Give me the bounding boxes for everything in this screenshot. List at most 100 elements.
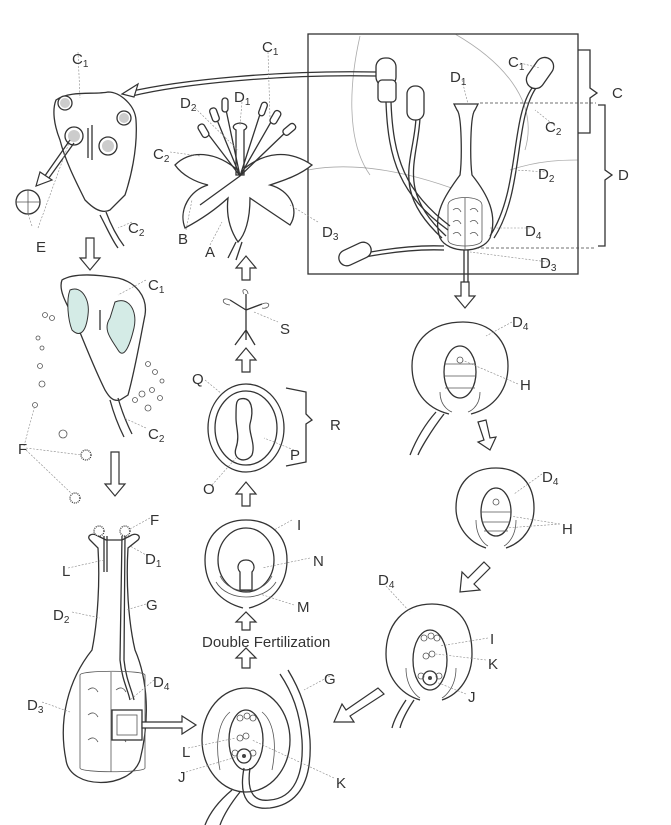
label-letter: E	[36, 239, 47, 256]
arrow-fertilization-up	[234, 611, 258, 669]
label-letter: J	[468, 689, 476, 706]
label-K-ovule3: K	[488, 657, 498, 672]
label-C1-box: C1	[508, 55, 524, 73]
label-letter: D	[542, 469, 553, 486]
label-letter: Q	[192, 371, 204, 388]
label-letter: D	[540, 255, 551, 272]
label-subscript: 2	[138, 228, 145, 239]
label-D1-pistil: D1	[145, 552, 161, 570]
label-subscript: 3	[550, 263, 557, 274]
label-C2-box: C2	[545, 120, 561, 138]
label-subscript: 4	[535, 231, 542, 242]
label-letter: M	[297, 599, 310, 616]
label-letter: D	[145, 551, 156, 568]
developing-seed	[204, 519, 311, 609]
label-letter: N	[313, 553, 324, 570]
label-C1-flower: C1	[262, 40, 278, 58]
pistil-pollen-tube	[41, 517, 198, 784]
arrow-seed-to-seedling	[234, 347, 258, 373]
whole-flower	[169, 51, 319, 261]
label-subscript: 2	[190, 103, 197, 114]
label-letter: C	[508, 54, 519, 71]
ovule-stage-1	[409, 321, 519, 456]
ovule-fertilization	[185, 669, 335, 825]
label-letter: C	[612, 85, 623, 102]
label-subscript: 1	[460, 77, 467, 88]
label-subscript: 3	[37, 705, 44, 716]
label-L-pistil: L	[62, 564, 70, 579]
label-letter: D	[525, 223, 536, 240]
label-letter: H	[562, 521, 573, 538]
arrow-ovule-to-seed	[234, 481, 258, 507]
label-letter: O	[203, 481, 215, 498]
label-B: B	[178, 232, 188, 247]
label-letter: I	[490, 631, 495, 648]
label-C1-anther-top: C1	[72, 52, 88, 70]
label-J-ovule3: J	[468, 690, 476, 705]
label-G-tube: G	[324, 672, 336, 687]
label-K-fert: K	[336, 776, 346, 791]
label-letter: K	[336, 775, 347, 792]
label-letter: D	[378, 572, 389, 589]
label-G-pistil: G	[146, 598, 158, 613]
label-letter: D	[450, 69, 461, 86]
label-letter: D	[153, 674, 164, 691]
label-letter: G	[146, 597, 158, 614]
label-C2-flower: C2	[153, 147, 169, 165]
seed	[204, 379, 314, 486]
label-letter: D	[53, 607, 64, 624]
label-subscript: 3	[332, 232, 339, 243]
curved-arrow-to-anther	[120, 71, 377, 98]
label-I-ovule3: I	[490, 632, 494, 647]
label-R: R	[330, 418, 341, 433]
label-D4-ovule3: D4	[378, 573, 394, 591]
label-C2-pollen: C2	[148, 427, 164, 445]
label-I-seed: I	[297, 518, 301, 533]
arrow-ovule3-to-fertilization	[333, 687, 385, 723]
label-letter: P	[290, 447, 301, 464]
label-S: S	[280, 322, 290, 337]
label-D3-box: D3	[540, 256, 556, 274]
label-letter: D	[234, 89, 245, 106]
label-subscript: 1	[155, 559, 162, 570]
label-subscript: 4	[388, 580, 395, 591]
label-subscript: 2	[555, 127, 562, 138]
anther-cross-section	[15, 51, 137, 249]
anther-pollen-release	[23, 274, 165, 504]
label-subscript: 4	[552, 477, 559, 488]
label-letter: L	[62, 563, 71, 580]
label-D2-box: D2	[538, 167, 554, 185]
label-D4-box: D4	[525, 224, 541, 242]
label-letter: R	[330, 417, 341, 434]
label-E: E	[36, 240, 46, 255]
label-letter: K	[488, 656, 499, 673]
label-D2-flower: D2	[180, 96, 196, 114]
label-D1-flower: D1	[234, 90, 250, 108]
label-C1-pollen: C1	[148, 278, 164, 296]
label-subscript: 2	[163, 154, 170, 165]
label-subscript: 1	[82, 59, 89, 70]
label-subscript: 2	[63, 615, 70, 626]
label-subscript: 4	[522, 322, 529, 333]
label-letter: C	[545, 119, 556, 136]
label-subscript: 1	[244, 97, 251, 108]
label-H-ovule1: H	[520, 378, 531, 393]
label-letter: C	[148, 426, 159, 443]
label-P: P	[290, 448, 300, 463]
label-letter: D	[618, 167, 629, 184]
label-J-fert: J	[178, 770, 186, 785]
label-letter: C	[262, 39, 273, 56]
label-N: N	[313, 554, 324, 569]
ovule-stage-2	[455, 467, 561, 549]
label-letter: D	[512, 314, 523, 331]
label-M: M	[297, 600, 310, 615]
label-F-pistil: F	[150, 513, 159, 528]
label-subscript: 1	[158, 285, 165, 296]
label-letter: C	[128, 220, 139, 237]
label-letter: F	[18, 441, 28, 458]
enlarged-flower-box	[307, 33, 614, 282]
label-C-bracket: C	[612, 86, 623, 101]
label-D3-flower: D3	[322, 225, 338, 243]
